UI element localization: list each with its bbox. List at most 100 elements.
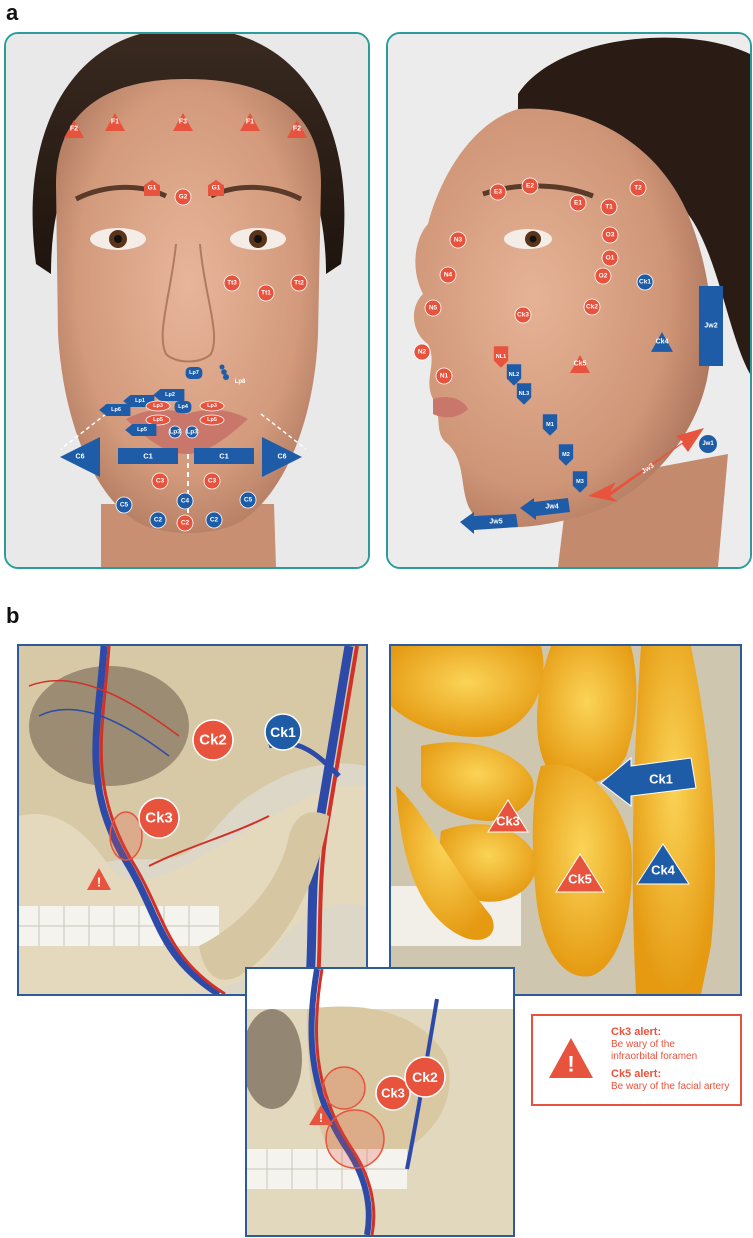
b-marker-ck4-label: Ck4: [651, 863, 676, 878]
marker-lp5b-label: Lp5: [207, 417, 217, 423]
svg-text:!: !: [97, 875, 101, 890]
marker-jw1: Jw1: [699, 435, 717, 453]
marker-lp1-label: Lp1: [135, 398, 145, 404]
marker-c2a: C2: [149, 511, 167, 529]
marker-c1b: C1: [194, 448, 254, 464]
marker-lp3b-label: Lp3: [207, 403, 217, 409]
b-marker-ck1: Ck1: [264, 713, 302, 751]
b-marker-ck1-arrow: Ck1: [600, 756, 697, 808]
marker-tt3: Tt3: [223, 274, 241, 292]
marker-c4-label: C4: [181, 498, 190, 505]
skull-foramen-panel: ! Ck3 Ck2: [245, 967, 515, 1237]
marker-g2: G2: [174, 188, 192, 206]
marker-jw1-label: Jw1: [702, 441, 714, 447]
marker-lp4-label: Lp4: [178, 404, 189, 410]
marker-ck4-label: Ck4: [656, 339, 669, 346]
marker-c5a-label: C5: [120, 502, 129, 509]
marker-g1b: G1: [208, 180, 224, 196]
marker-lp5a-label: Lp5: [153, 417, 163, 423]
marker-m2-label: M2: [562, 452, 570, 458]
marker-c1b-label: C1: [219, 452, 229, 461]
b-marker-ck3-fat-label: Ck3: [496, 814, 520, 829]
marker-e1-label: E1: [574, 200, 582, 207]
marker-c3b: C3: [203, 472, 221, 490]
marker-lp3c: Lp3: [168, 425, 182, 439]
b-marker-ck3-label: Ck3: [145, 810, 173, 827]
fat-pads-panel: Ck3 Ck5 Ck4 Ck1: [389, 644, 742, 996]
marker-o2-label: O2: [599, 273, 608, 280]
marker-c6a: C6: [60, 437, 100, 477]
marker-n5: N5: [424, 299, 442, 317]
marker-e3: E3: [489, 183, 507, 201]
marker-n3: N3: [449, 231, 467, 249]
marker-c5a: C5: [115, 496, 133, 514]
b-marker-ck3: Ck3: [138, 797, 180, 839]
marker-lp6-label: Lp6: [111, 407, 121, 413]
marker-m3-label: M3: [576, 479, 584, 485]
marker-jw4-label: Jw4: [545, 504, 558, 511]
b-marker-ck3-bottom-label: Ck3: [381, 1086, 405, 1101]
marker-lp5c: Lp5: [125, 424, 157, 436]
marker-e3-label: E3: [494, 189, 502, 196]
b-marker-ck2-label: Ck2: [199, 732, 227, 749]
marker-e2: E2: [521, 177, 539, 195]
b-marker-ck3-bottom: Ck3: [375, 1075, 411, 1111]
marker-o3: O3: [601, 226, 619, 244]
marker-f1b-label: F1: [246, 119, 254, 126]
fat-pads-illustration: Ck3 Ck5 Ck4 Ck1: [391, 646, 740, 994]
marker-m1-label: M1: [546, 422, 554, 428]
marker-f2b: F2: [287, 120, 307, 138]
marker-nl1-label: NL1: [496, 354, 506, 360]
marker-jw5: Jw5: [460, 512, 518, 534]
marker-lp5b: Lp5: [199, 414, 225, 426]
skull-vessels-panel: ! Ck2 Ck3 Ck1: [17, 644, 368, 996]
marker-c6b: C6: [262, 437, 302, 477]
warning-icon: !: [549, 1038, 593, 1078]
marker-n4: N4: [439, 266, 457, 284]
svg-text:!: !: [567, 1052, 574, 1077]
marker-lp5a: Lp5: [145, 414, 171, 426]
ck5-alert-title: Ck5 alert:: [611, 1068, 662, 1080]
skull-foramen-illustration: ! Ck3 Ck2: [247, 969, 513, 1235]
b-marker-ck2-bottom: Ck2: [404, 1056, 446, 1098]
marker-ck1-label: Ck1: [639, 279, 651, 286]
marker-t1: T1: [600, 198, 618, 216]
alert-legend: ! Ck3 alert: Be wary of the infraorbital…: [531, 1014, 742, 1106]
marker-c3a: C3: [151, 472, 169, 490]
marker-lp4: Lp4: [174, 401, 192, 413]
marker-ck2: Ck2: [583, 298, 601, 316]
marker-nl2-label: NL2: [509, 372, 519, 378]
marker-o1-label: O1: [606, 255, 615, 262]
marker-o3-label: O3: [606, 232, 615, 239]
marker-g1b-label: G1: [212, 185, 221, 192]
marker-m3: M3: [572, 471, 588, 493]
ck3-alert-title: Ck3 alert:: [611, 1026, 662, 1038]
marker-g1a: G1: [144, 180, 160, 196]
marker-c2c-label: C2: [210, 517, 219, 524]
marker-m2: M2: [558, 444, 574, 466]
marker-lp3a-label: Lp3: [153, 403, 163, 409]
marker-c6b-label: C6: [278, 454, 287, 461]
marker-ck5: Ck5: [570, 355, 590, 373]
panel-label-b: b: [6, 603, 20, 628]
marker-lp3b: Lp3: [199, 400, 225, 412]
marker-nl3: NL3: [516, 383, 532, 405]
marker-lp6: Lp6: [99, 404, 131, 416]
marker-tt1-label: Tt1: [261, 290, 271, 297]
panel-label-a: a: [6, 0, 19, 25]
marker-jw2-label: Jw2: [704, 323, 717, 330]
ck3-alert-line1: Be wary of the: [611, 1039, 675, 1050]
marker-lp7-label: Lp7: [189, 370, 199, 376]
marker-lp3c-label: Lp3: [169, 429, 181, 436]
marker-o2: O2: [594, 267, 612, 285]
marker-c2b-label: C2: [181, 520, 190, 527]
marker-f1b: F1: [240, 113, 260, 131]
marker-tt2: Tt2: [290, 274, 308, 292]
marker-n4-label: N4: [444, 272, 453, 279]
marker-nl2: NL2: [506, 364, 522, 386]
